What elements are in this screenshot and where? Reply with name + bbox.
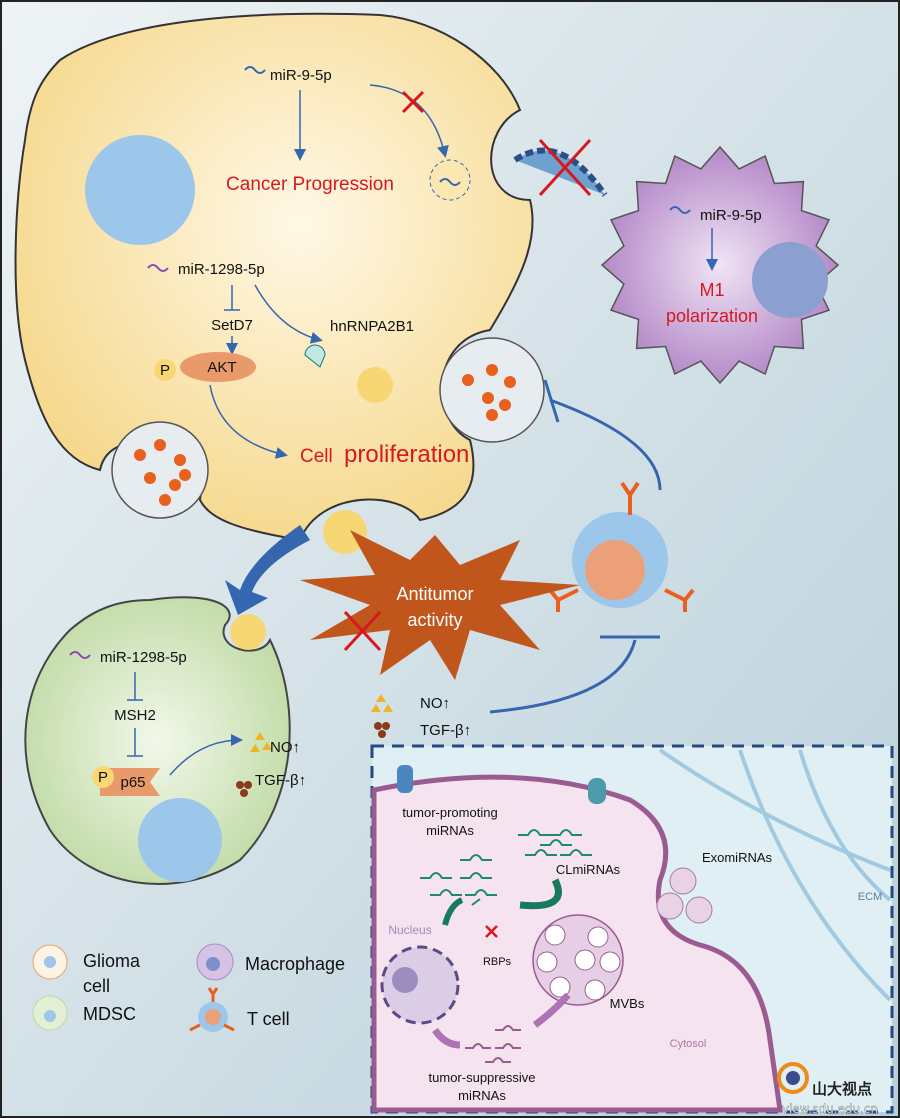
rbp-vesicle [323, 510, 367, 554]
no-icon [250, 732, 272, 752]
label-no-mdsc: NO↑ [270, 739, 300, 756]
label-ecm: ECM [858, 891, 882, 903]
legend-glioma-cell: cell [83, 976, 110, 996]
t-cell-nucleus [585, 540, 645, 600]
label-tumor-promoting-mirnas: miRNAs [426, 823, 474, 838]
macrophage: miR-9-5p M1 polarization [600, 145, 840, 385]
label-polarization: polarization [666, 306, 758, 326]
vesicle-pocket [439, 337, 545, 443]
label-akt: AKT [207, 359, 236, 376]
vesicle-pocket [111, 421, 209, 519]
label-p: P [160, 362, 170, 379]
mirna-icons-green [420, 829, 592, 896]
antitumor-activity: Antitumor activity [300, 530, 580, 680]
blocked-x-icon [401, 90, 425, 114]
label-nucleus: Nucleus [388, 923, 431, 937]
legend-t-cell: T cell [247, 1009, 290, 1029]
tgf-icon [236, 781, 252, 797]
exosome-icons [656, 867, 713, 924]
watermark-logo-text: 山大视点 [812, 1080, 872, 1098]
label-mir-1298-5p: miR-1298-5p [178, 261, 265, 278]
watermark: 山大视点 view.sdu.edu.cn [777, 1062, 878, 1116]
mirna-vesicle [429, 159, 471, 201]
secreted-factors: NO↑ TGF-β↑ [371, 694, 471, 739]
label-antitumor: Antitumor [396, 584, 473, 604]
transfer-arrow [225, 525, 310, 615]
label-no: NO↑ [420, 695, 450, 712]
macrophage-nucleus [752, 242, 828, 318]
label-m1: M1 [699, 280, 724, 300]
glioma-nucleus [85, 135, 195, 245]
exosome-cargo-dots [134, 364, 516, 506]
label-rbps: RBPs [483, 956, 512, 968]
t-cell [548, 481, 695, 612]
nucleus-icon [380, 945, 460, 1025]
rbp-icon [304, 344, 326, 368]
blocked-x-icon [538, 138, 592, 197]
channel-icon [397, 765, 413, 793]
label-setd7: SetD7 [211, 317, 253, 334]
rbp-vesicle [357, 367, 393, 403]
label-mir-9-5p: miR-9-5p [270, 67, 332, 84]
macrophage-body [600, 145, 840, 385]
legend: Glioma cell MDSC Macrophage T cell [32, 943, 345, 1032]
mdsc-cell: miR-1298-5p MSH2 p65 P NO↑ TGF-β↑ [24, 596, 306, 885]
label-msh2: MSH2 [114, 707, 156, 724]
mirna-icon [244, 66, 266, 74]
label-cytosol: Cytosol [670, 1038, 707, 1050]
legend-mdsc: MDSC [83, 1004, 136, 1024]
blocked-x-icon [343, 610, 382, 652]
label-p-mdsc: P [98, 769, 108, 786]
label-tgf: TGF-β↑ [420, 722, 471, 739]
label-mvbs: MVBs [610, 996, 645, 1011]
label-clmirnas: CLmiRNAs [556, 862, 621, 877]
label-p65: p65 [120, 774, 145, 791]
watermark-url: view.sdu.edu.cn [782, 1102, 878, 1116]
p65-protein [100, 768, 160, 796]
mdsc-nucleus [138, 798, 222, 882]
label-tumor-suppressive-mirnas: miRNAs [458, 1088, 506, 1103]
inset-mirna-biogenesis: tumor-promoting miRNAs CLmiRNAs ExomiRNA… [370, 744, 894, 1114]
mdsc-body [24, 596, 291, 885]
blocked-x-icon [485, 925, 498, 938]
label-proliferation: proliferation [344, 441, 469, 468]
glioma-cell: miR-9-5p Cancer Progression miR-1298-5p … [14, 12, 545, 554]
legend-glioma: Glioma [83, 951, 141, 971]
label-tumor-suppressive: tumor-suppressive [429, 1070, 536, 1085]
mirna-icon [147, 264, 169, 272]
phospho-badge [154, 359, 176, 381]
label-hnrnpa2b1: hnRNPA2B1 [330, 318, 414, 335]
channel-icon [588, 778, 606, 804]
legend-macrophage: Macrophage [245, 954, 345, 974]
label-cell: Cell [300, 446, 333, 467]
label-tgf-mdsc: TGF-β↑ [255, 772, 306, 789]
label-cancer-progression: Cancer Progression [226, 174, 394, 195]
akt-protein [180, 352, 256, 382]
label-tumor-promoting: tumor-promoting [402, 805, 497, 820]
label-mir-1298-5p-mdsc: miR-1298-5p [100, 649, 187, 666]
label-exomirnas: ExomiRNAs [702, 850, 773, 865]
mirna-icons-purple [465, 1025, 521, 1063]
label-activity: activity [407, 610, 462, 630]
recycle-arrow [519, 878, 562, 910]
label-mir-9-5p-macrophage: miR-9-5p [700, 207, 762, 224]
